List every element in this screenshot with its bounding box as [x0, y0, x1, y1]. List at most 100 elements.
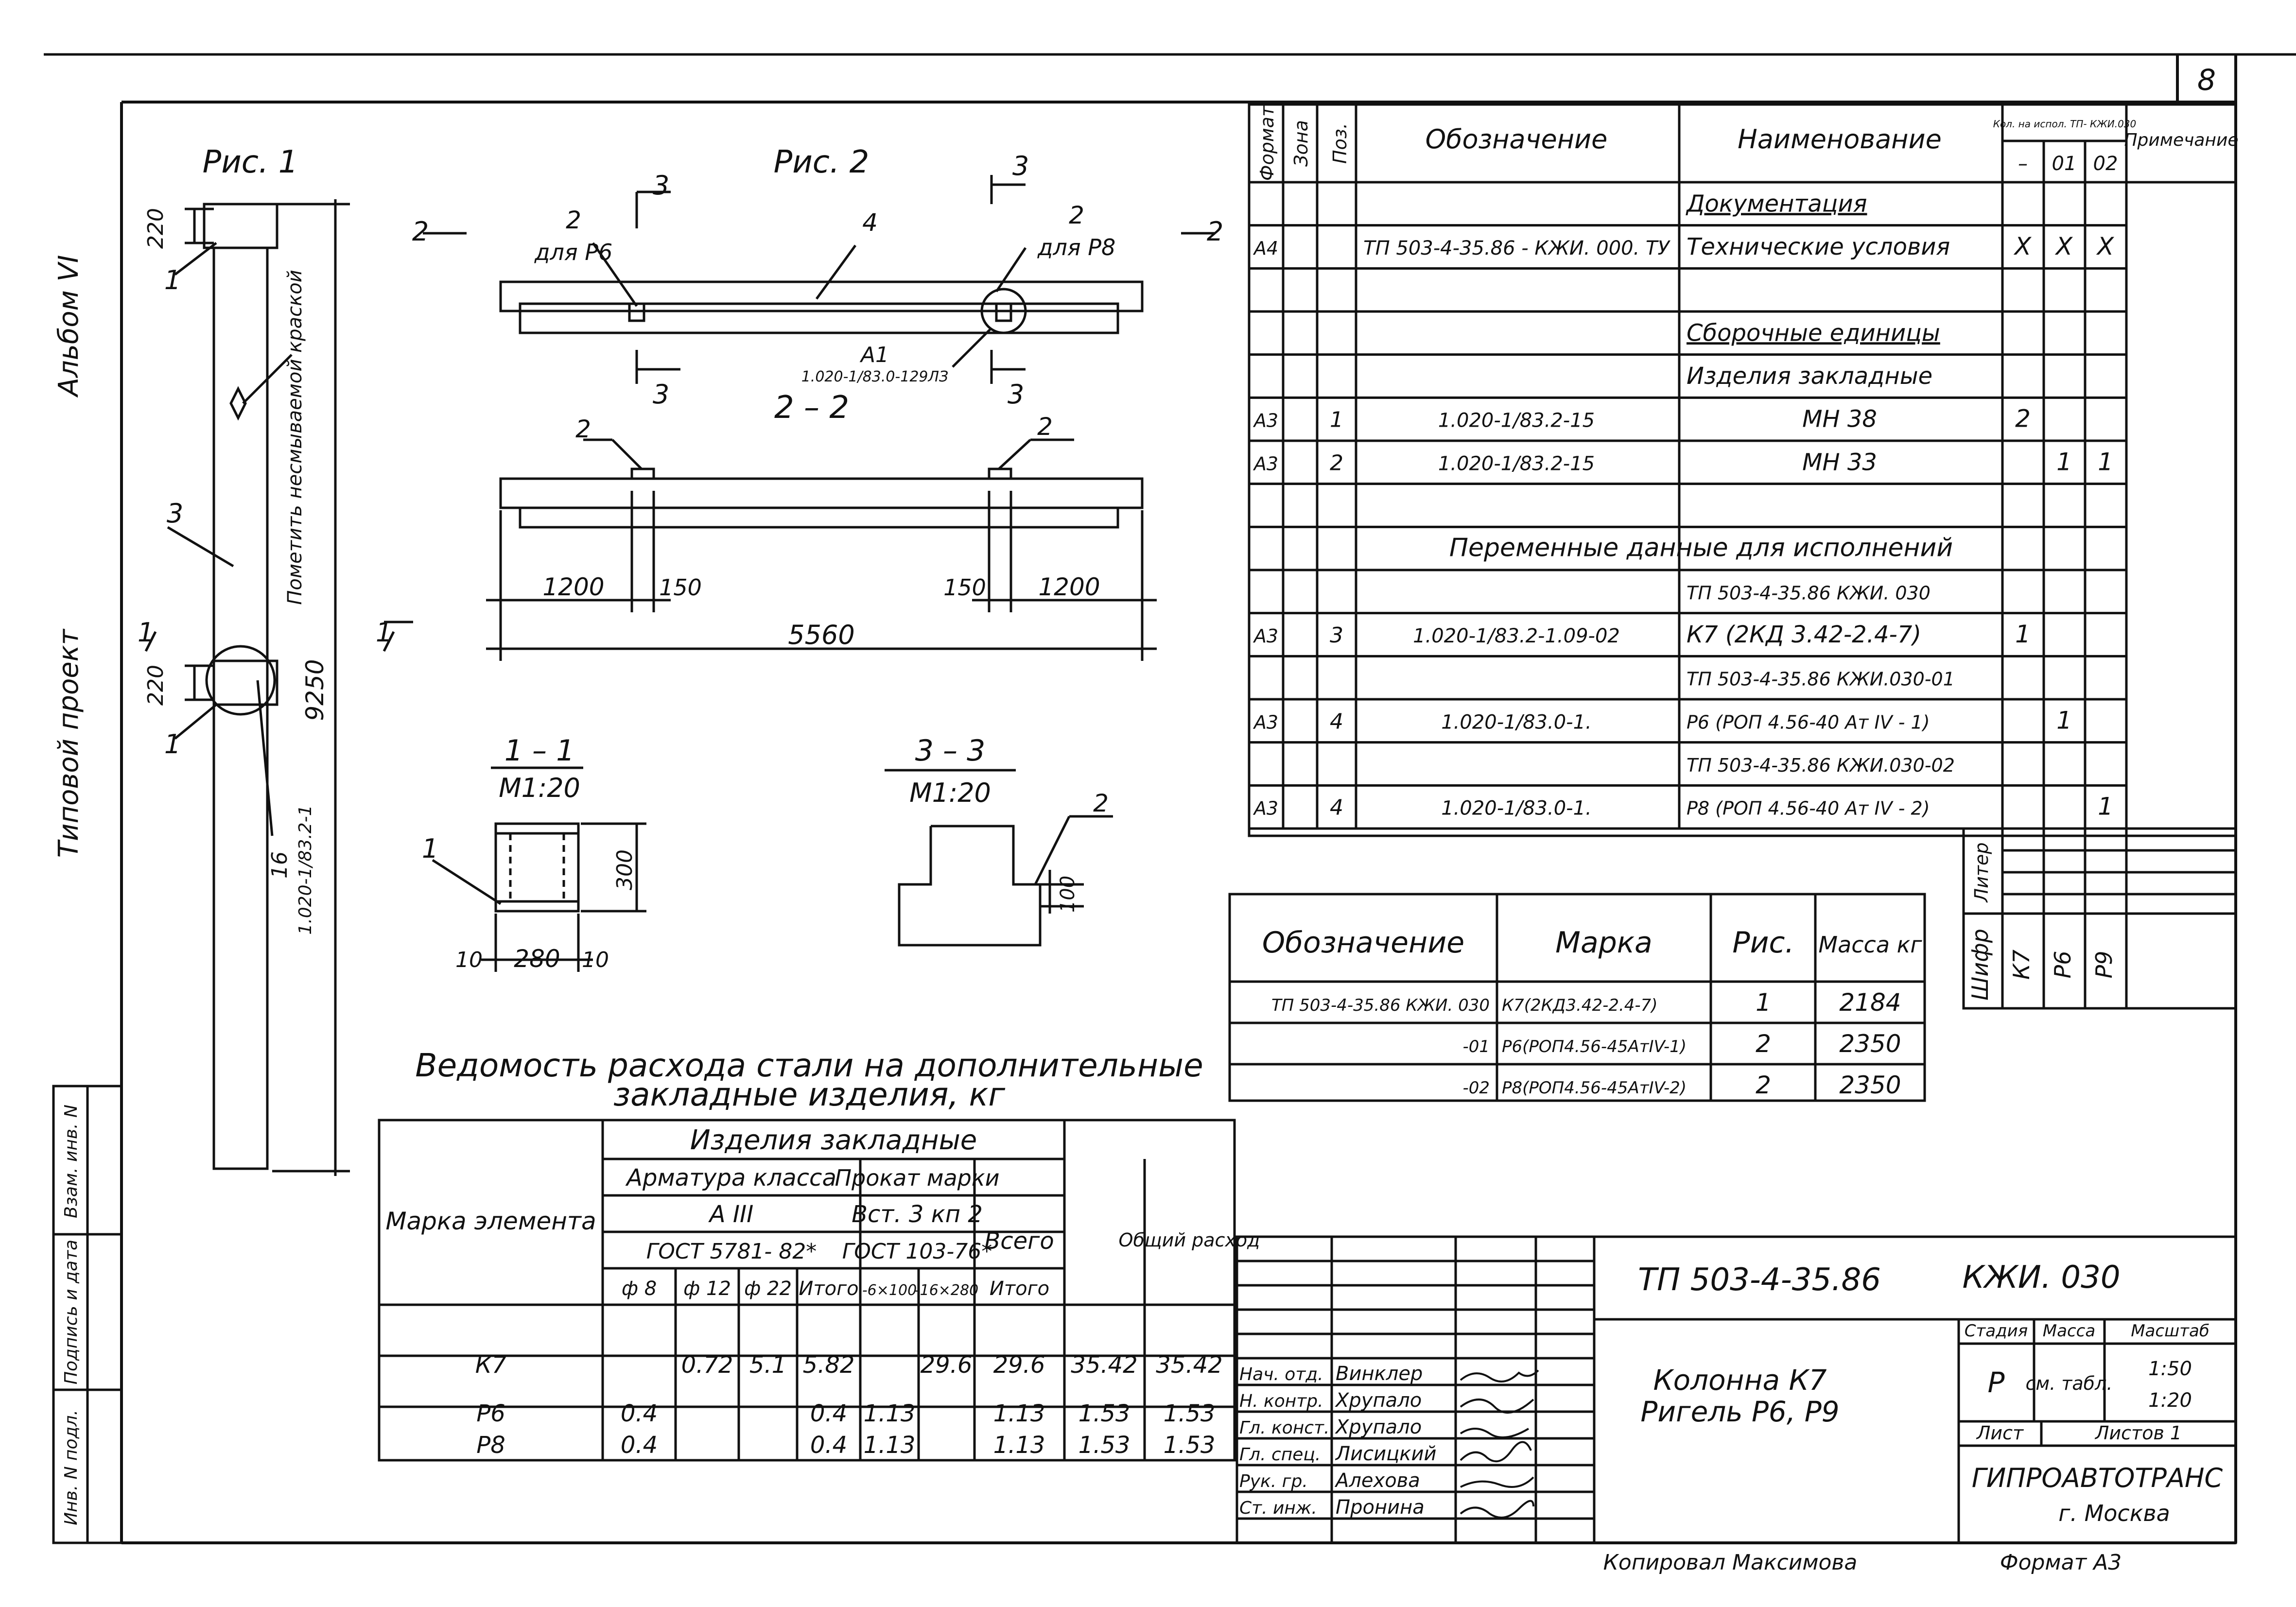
fig2-dim-150-right: 150 [943, 574, 986, 601]
podpis-label: Подпись и дата [61, 1240, 81, 1384]
tb-name-line1: Колонна К7 [1653, 1364, 1826, 1397]
spec-cell-pos: 4 [1330, 795, 1343, 820]
spec-cell-qty: 2 [2015, 405, 2031, 433]
steel-h-rebar-a3: А III [708, 1201, 754, 1228]
tb-scale-value2: 1:20 [2148, 1389, 2192, 1412]
sec11-scale: М1:20 [499, 773, 580, 803]
fig1-dim-9250: 9250 [301, 659, 329, 721]
steel-cell: 1.53 [1078, 1400, 1131, 1427]
spec-cell-qty: 1 [2056, 706, 2072, 734]
spec-cell-designation: 1.020-1/83.0-1. [1441, 711, 1592, 733]
section-11-drawing [432, 766, 646, 972]
marks-cell: Р8(РОП4.56-45АтIV-2) [1502, 1078, 1687, 1098]
fig2-label-4: 4 [862, 208, 878, 237]
spec-cell-name: ТП 503-4-35.86 КЖИ.030-01 [1687, 669, 1955, 690]
fig2-cut-3-bottom-right: 3 [1008, 379, 1024, 410]
steel-subcol-header: Итого [990, 1278, 1049, 1300]
marks-cell: 2 [1756, 1071, 1771, 1099]
steel-h-total: Всего [984, 1227, 1054, 1255]
left-stamp-boxes [52, 1085, 123, 1544]
fig2-dim-1200-right: 1200 [1038, 573, 1100, 601]
tb-sheets-label: Листов 1 [2094, 1422, 2182, 1444]
spec-cipher-2: Р9 [2091, 950, 2117, 978]
tb-staff-name: Хрупало [1335, 1416, 1422, 1438]
spec-cell-designation: ТП 503-4-35.86 - КЖИ. 000. ТУ [1363, 237, 1670, 259]
spec-cell-pos: 1 [1330, 408, 1343, 432]
steel-cell: Р8 [476, 1432, 505, 1459]
steel-cell: 1.13 [993, 1432, 1045, 1459]
marks-cell: 2350 [1839, 1030, 1901, 1058]
tb-stage-value: Р [1988, 1366, 2005, 1399]
marks-h-0: Обозначение [1262, 926, 1464, 960]
sec33-label-2: 2 [1093, 789, 1109, 817]
sec11-dim-10-right: 10 [582, 948, 609, 972]
fig2-label-dlya-p6: для Р6 [534, 239, 613, 265]
spec-liter-label: Литер [1971, 843, 1992, 903]
marks-h-3: Масса кг [1818, 932, 1922, 958]
tb-staff-name: Хрупало [1335, 1389, 1422, 1412]
spec-cipher-label: Шифр [1967, 929, 1993, 1001]
steel-subcol-lines [674, 1268, 920, 1460]
tb-sheet-label: Лист [1976, 1422, 2024, 1444]
spec-h-name: Наименование [1738, 124, 1942, 155]
spec-cell-pos: 4 [1330, 709, 1343, 734]
fig1-callout-16-ref: 1.020-1/83.2-1 [296, 805, 315, 934]
marks-cell: К7(2КД3.42-2.4-7) [1502, 996, 1658, 1015]
tb-scale-value1: 1:50 [2148, 1358, 2192, 1380]
fig2-section-22: 2 – 2 [774, 390, 849, 426]
steel-h-rebar-class: Арматура класса [625, 1164, 836, 1192]
fig2-cut-3-bottom-left: 3 [653, 379, 669, 410]
spec-cell-designation: 1.020-1/83.0-1. [1441, 797, 1592, 820]
steel-cell: 1.53 [1164, 1432, 1216, 1459]
fig2-cut-2-left: 2 [412, 216, 429, 247]
spec-cell-name: К7 (2КД 3.42-2.4-7) [1687, 621, 1921, 648]
spec-cell-qty: 1 [2015, 620, 2031, 648]
footer-copied: Копировал Максимова [1603, 1550, 1858, 1575]
sec22-label-2-right: 2 [1037, 413, 1053, 441]
tb-staff-name: Алехова [1334, 1469, 1420, 1492]
marks-cell: 2350 [1839, 1071, 1901, 1099]
sec11-label-1: 1 [422, 833, 438, 864]
steel-subcol-header: -16×280 [915, 1282, 978, 1299]
spec-cell-format: А3 [1252, 798, 1278, 819]
fig1-dim-220-top: 220 [143, 208, 168, 249]
fig2-title: Рис. 2 [774, 144, 870, 180]
steel-h-rolled: Прокат марки [835, 1165, 999, 1191]
steel-cell: 0.72 [681, 1351, 733, 1379]
fig2-girder [384, 175, 1215, 623]
spec-h-designation: Обозначение [1426, 124, 1608, 155]
title-block-grid [1235, 1235, 2237, 1544]
fig1-callout-1-bottom: 1 [164, 729, 181, 760]
steel-subcol-header: Итого [799, 1278, 858, 1300]
fig2-cut-3-top-left: 3 [653, 170, 669, 201]
spec-cell-qty: X [2096, 232, 2115, 260]
steel-subcol-header: -6×100 [862, 1282, 917, 1299]
spec-cell-name: Технические условия [1687, 233, 1950, 260]
section-22-drawing [486, 438, 1157, 661]
tb-mass-value: см. табл. [2026, 1373, 2113, 1394]
marks-cell: 1 [1756, 988, 1771, 1017]
steel-subcol-header: ф 22 [744, 1278, 792, 1300]
fig2-label-a1-ref: 1.020-1/83.0-129ЛЗ [801, 368, 949, 385]
spec-cell-name: МН 33 [1802, 449, 1877, 476]
fig1-callout-1-top: 1 [164, 265, 181, 295]
fig2-label-2-left: 2 [566, 206, 581, 234]
sheet-number: 8 [2197, 63, 2216, 97]
fig2-dim-1200-left: 1200 [542, 573, 604, 601]
tb-staff-role: Нач. отд. [1239, 1365, 1323, 1384]
spec-cell-designation: 1.020-1/83.2-15 [1438, 410, 1595, 432]
fig1-title: Рис. 1 [203, 144, 298, 180]
inv-podl-label: Инв. N подл. [61, 1410, 81, 1525]
tb-staff-role: Рук. гр. [1239, 1471, 1308, 1491]
steel-cell: 1.13 [864, 1400, 916, 1427]
steel-cell: 35.42 [1071, 1351, 1137, 1379]
steel-cell: К7 [475, 1351, 507, 1379]
sec33-scale: М1:20 [909, 778, 991, 808]
spec-cell-designation: 1.020-1/83.2-15 [1438, 452, 1595, 475]
tb-signatures [1460, 1369, 1539, 1519]
spec-cell-pos: 3 [1330, 623, 1343, 648]
